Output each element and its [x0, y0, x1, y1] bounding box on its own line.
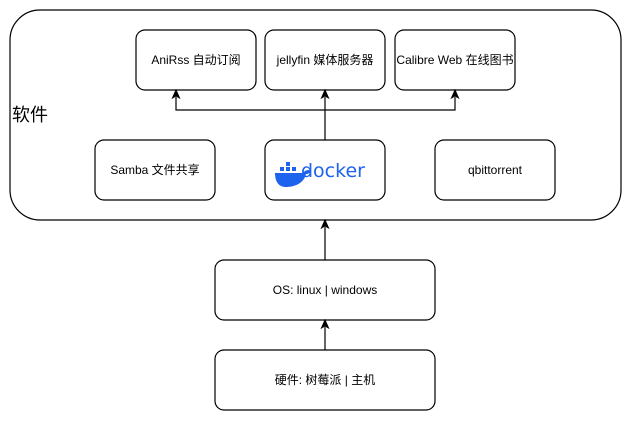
node-docker-label: docker [301, 160, 365, 182]
docker-whale-icon [275, 162, 311, 187]
node-docker: docker [264, 139, 386, 201]
node-anirss: AniRss 自动订阅 [135, 29, 257, 91]
node-hardware-label: 硬件: 树莓派 | 主机 [275, 372, 375, 387]
node-anirss-label: AniRss 自动订阅 [151, 53, 240, 67]
edge-docker-to-calibre [325, 88, 460, 111]
edge-os-to-software [320, 218, 330, 260]
edge-docker-to-jellyfin [320, 88, 330, 140]
node-jellyfin-label: jellyfin 媒体服务器 [276, 52, 374, 67]
node-os: OS: linux | windows [214, 259, 436, 321]
node-samba: Samba 文件共享 [94, 139, 216, 201]
node-jellyfin: jellyfin 媒体服务器 [264, 29, 386, 91]
node-samba-label: Samba 文件共享 [110, 162, 199, 177]
node-qbittorrent-label: qbittorrent [468, 163, 523, 177]
node-calibre: Calibre Web 在线图书 [394, 29, 516, 91]
edge-hardware-to-os [320, 318, 330, 350]
node-os-label: OS: linux | windows [273, 283, 378, 297]
node-hardware: 硬件: 树莓派 | 主机 [214, 349, 436, 411]
node-calibre-label: Calibre Web 在线图书 [396, 53, 513, 67]
software-group-label: 软件 [12, 105, 48, 126]
edge-docker-to-anirss [171, 88, 325, 111]
node-qbittorrent: qbittorrent [434, 139, 556, 201]
